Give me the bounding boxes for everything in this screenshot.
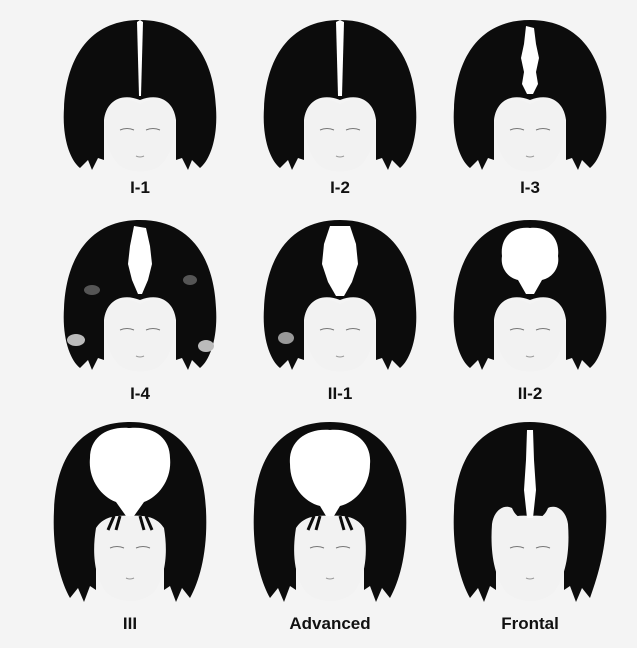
panel-i-2: I-2 (240, 10, 440, 220)
panel-ii-2: II-2 (430, 210, 630, 420)
panel-label: I-2 (240, 178, 440, 198)
head-illustration (30, 420, 230, 630)
panel-label: II-1 (240, 384, 440, 404)
panel-label: Advanced (230, 614, 430, 634)
panel-label: Frontal (430, 614, 630, 634)
panel-ii-1: II-1 (240, 210, 440, 420)
panel-iii: III (30, 420, 230, 630)
panel-label: I-4 (40, 384, 240, 404)
head-illustration (230, 420, 430, 630)
panel-frontal: Frontal (430, 420, 630, 630)
panel-i-4: I-4 (40, 210, 240, 420)
panel-label: I-3 (430, 178, 630, 198)
panel-label: III (30, 614, 230, 634)
panel-label: I-1 (40, 178, 240, 198)
panel-advanced: Advanced (230, 420, 430, 630)
head-illustration (430, 420, 630, 630)
panel-i-1: I-1 (40, 10, 240, 220)
panel-i-3: I-3 (430, 10, 630, 220)
panel-label: II-2 (430, 384, 630, 404)
